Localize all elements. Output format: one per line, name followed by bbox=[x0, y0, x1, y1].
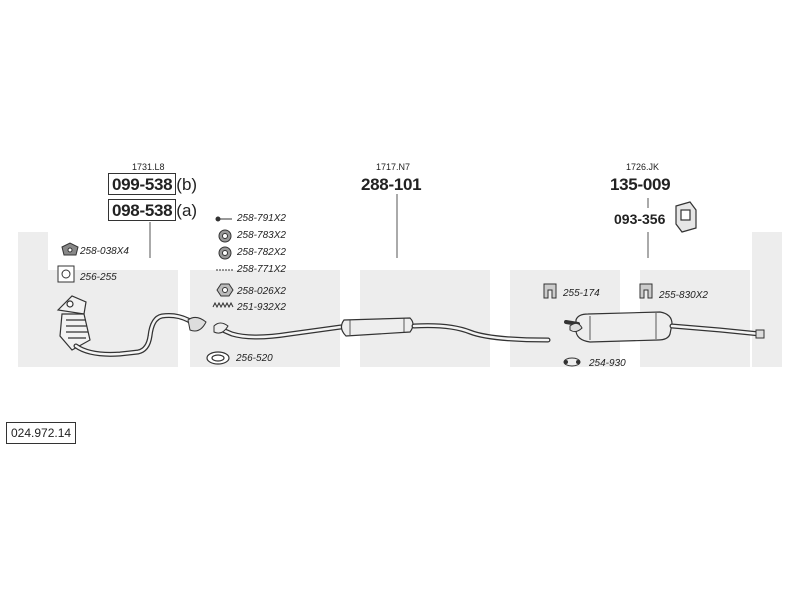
part-number-box: 099-538(b) bbox=[108, 173, 198, 195]
gasket-icon bbox=[563, 357, 581, 367]
group-code: 1717.N7 bbox=[376, 162, 411, 172]
accessory-label[interactable]: 258-791X2 bbox=[237, 213, 286, 224]
flange-gasket-icon bbox=[213, 322, 229, 334]
part-number[interactable]: 093-356 bbox=[614, 211, 666, 227]
accessory-label[interactable]: 256-520 bbox=[236, 353, 273, 364]
part-suffix: (a) bbox=[176, 201, 198, 220]
middle-silencer-icon bbox=[340, 317, 414, 337]
accessory-label[interactable]: 258-038X4 bbox=[80, 246, 129, 257]
spring-icon bbox=[212, 301, 234, 309]
group-code: 1731.L8 bbox=[132, 162, 165, 172]
accessory-label[interactable]: 255-830X2 bbox=[659, 290, 708, 301]
part-number[interactable]: 135-009 bbox=[610, 175, 671, 194]
part-number[interactable]: 098-538 bbox=[108, 199, 177, 221]
clamp-icon bbox=[569, 322, 583, 333]
document-number: 024.972.14 bbox=[6, 422, 77, 444]
part-number[interactable]: 288-101 bbox=[361, 175, 422, 194]
accessory-label[interactable]: 258-771X2 bbox=[237, 264, 286, 275]
nut-icon bbox=[218, 229, 232, 260]
accessory-label[interactable]: 254-930 bbox=[589, 358, 626, 369]
clamp-icon bbox=[187, 316, 207, 332]
accessory-label[interactable]: 256-255 bbox=[80, 272, 117, 283]
gasket-icon bbox=[206, 351, 230, 365]
rubber-mount-icon bbox=[543, 283, 653, 299]
nut-icon bbox=[216, 283, 234, 297]
part-suffix: (b) bbox=[176, 175, 198, 194]
nut-icon bbox=[61, 242, 79, 256]
gasket-icon bbox=[57, 265, 75, 283]
leader-lines bbox=[149, 194, 649, 258]
accessory-label[interactable]: 258-026X2 bbox=[237, 286, 286, 297]
part-number[interactable]: 099-538 bbox=[108, 173, 177, 195]
accessory-label[interactable]: 251-932X2 bbox=[237, 302, 286, 313]
accessory-label[interactable]: 255-174 bbox=[563, 288, 600, 299]
rubber-mount-icon bbox=[675, 201, 697, 233]
catalytic-converter-icon bbox=[56, 295, 91, 351]
part-number-box: 098-538(a) bbox=[108, 199, 198, 221]
rear-silencer-icon bbox=[564, 311, 765, 343]
group-code: 1726.JK bbox=[626, 162, 660, 172]
accessory-label[interactable]: 258-782X2 bbox=[237, 247, 286, 258]
accessory-label[interactable]: 258-783X2 bbox=[237, 230, 286, 241]
bolt-icon bbox=[215, 216, 232, 222]
